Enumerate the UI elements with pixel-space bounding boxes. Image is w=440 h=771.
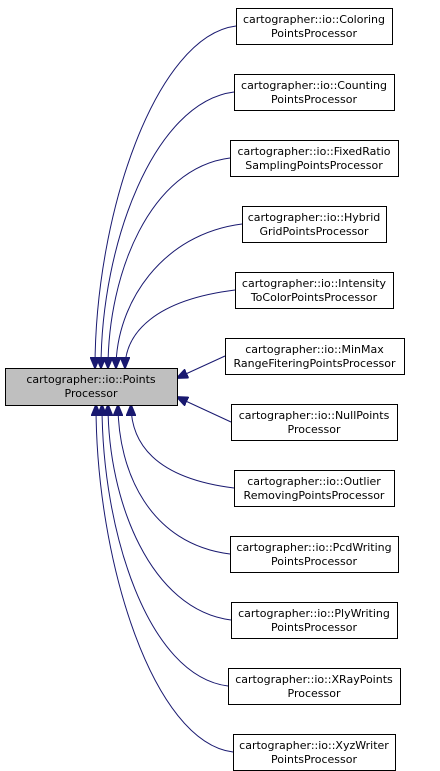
derived-class-node-7-label-line-1: cartographer::io::NullPoints: [239, 409, 390, 422]
inheritance-arrow-5: [125, 289, 236, 368]
derived-class-node-7-label-line-2: Processor: [288, 423, 341, 436]
derived-class-node-10[interactable]: cartographer::io::PlyWritingPointsProces…: [231, 602, 398, 639]
base-class-node-box: [5, 368, 178, 406]
derived-class-node-7-box: [231, 404, 398, 441]
derived-class-node-3-label-line-1: cartographer::io::FixedRatio: [237, 145, 390, 158]
inheritance-edges: [95, 25, 243, 753]
inheritance-arrow-8: [131, 405, 235, 489]
derived-class-node-12[interactable]: cartographer::io::XyzWriterPointsProcess…: [233, 734, 396, 771]
base-class-node[interactable]: cartographer::io::PointsProcessor: [5, 368, 178, 406]
derived-class-node-2-box: [234, 74, 395, 111]
derived-class-node-1-label-line-1: cartographer::io::Coloring: [243, 13, 385, 26]
derived-class-node-5-label-line-1: cartographer::io::Intensity: [242, 277, 387, 290]
inheritance-arrow-9: [118, 405, 231, 555]
derived-class-node-12-label-line-1: cartographer::io::XyzWriter: [239, 739, 389, 752]
base-class-node-label-line-1: cartographer::io::Points: [26, 373, 156, 386]
derived-class-node-1-label-line-2: PointsProcessor: [271, 27, 358, 40]
inheritance-arrow-10: [108, 405, 232, 621]
derived-class-node-10-label-line-1: cartographer::io::PlyWriting: [238, 607, 390, 620]
derived-class-node-6[interactable]: cartographer::io::MinMaxRangeFiteringPoi…: [225, 338, 405, 375]
derived-class-node-3[interactable]: cartographer::io::FixedRatioSamplingPoin…: [230, 140, 399, 177]
inheritance-arrow-4: [116, 223, 243, 368]
derived-class-node-2[interactable]: cartographer::io::CountingPointsProcesso…: [234, 74, 395, 111]
inheritance-arrow-7: [177, 397, 232, 423]
derived-class-node-3-label-line-2: SamplingPointsProcessor: [245, 159, 383, 172]
derived-class-node-11-label-line-1: cartographer::io::XRayPoints: [235, 673, 393, 686]
derived-class-node-9-label-line-2: PointsProcessor: [271, 555, 358, 568]
derived-class-node-4[interactable]: cartographer::io::HybridGridPointsProces…: [242, 206, 387, 243]
derived-class-node-4-box: [242, 206, 387, 243]
derived-class-node-12-box: [233, 734, 396, 771]
derived-class-node-10-box: [231, 602, 398, 639]
derived-class-node-2-label-line-1: cartographer::io::Counting: [241, 79, 387, 92]
derived-class-node-3-box: [230, 140, 399, 177]
derived-class-node-6-label-line-1: cartographer::io::MinMax: [245, 343, 384, 356]
derived-class-node-8-label-line-2: RemovingPointsProcessor: [244, 489, 385, 502]
derived-class-node-11-box: [228, 668, 401, 705]
derived-class-node-1-box: [236, 8, 393, 45]
derived-class-node-12-label-line-2: PointsProcessor: [271, 753, 358, 766]
derived-class-node-6-box: [225, 338, 405, 375]
derived-class-node-11-label-line-2: Processor: [288, 687, 341, 700]
derived-class-node-9-box: [230, 536, 399, 573]
derived-class-node-8[interactable]: cartographer::io::OutlierRemovingPointsP…: [234, 470, 395, 507]
derived-class-node-8-label-line-1: cartographer::io::Outlier: [247, 475, 381, 488]
inheritance-arrow-1: [95, 25, 237, 368]
derived-class-node-5[interactable]: cartographer::io::IntensityToColorPoints…: [235, 272, 394, 309]
derived-class-node-4-label-line-2: GridPointsProcessor: [259, 225, 369, 238]
inheritance-arrow-6: [177, 355, 226, 378]
derived-class-node-1[interactable]: cartographer::io::ColoringPointsProcesso…: [236, 8, 393, 45]
derived-class-node-9[interactable]: cartographer::io::PcdWritingPointsProces…: [230, 536, 399, 573]
derived-class-node-2-label-line-2: PointsProcessor: [271, 93, 358, 106]
inheritance-arrow-11: [102, 405, 229, 687]
derived-class-node-8-box: [234, 470, 395, 507]
derived-class-node-10-label-line-2: PointsProcessor: [271, 621, 358, 634]
derived-class-node-9-label-line-1: cartographer::io::PcdWriting: [236, 541, 391, 554]
derived-class-node-5-label-line-2: ToColorPointsProcessor: [250, 291, 378, 304]
derived-class-node-6-label-line-2: RangeFiteringPointsProcessor: [233, 357, 396, 370]
inheritance-arrow-12: [96, 405, 234, 753]
class-nodes: cartographer::io::ColoringPointsProcesso…: [5, 8, 405, 771]
derived-class-node-5-box: [235, 272, 394, 309]
derived-class-node-4-label-line-1: cartographer::io::Hybrid: [248, 211, 381, 224]
base-class-node-label-line-2: Processor: [65, 387, 118, 400]
inheritance-arrow-2: [101, 91, 235, 368]
inheritance-arrow-3: [108, 157, 231, 368]
